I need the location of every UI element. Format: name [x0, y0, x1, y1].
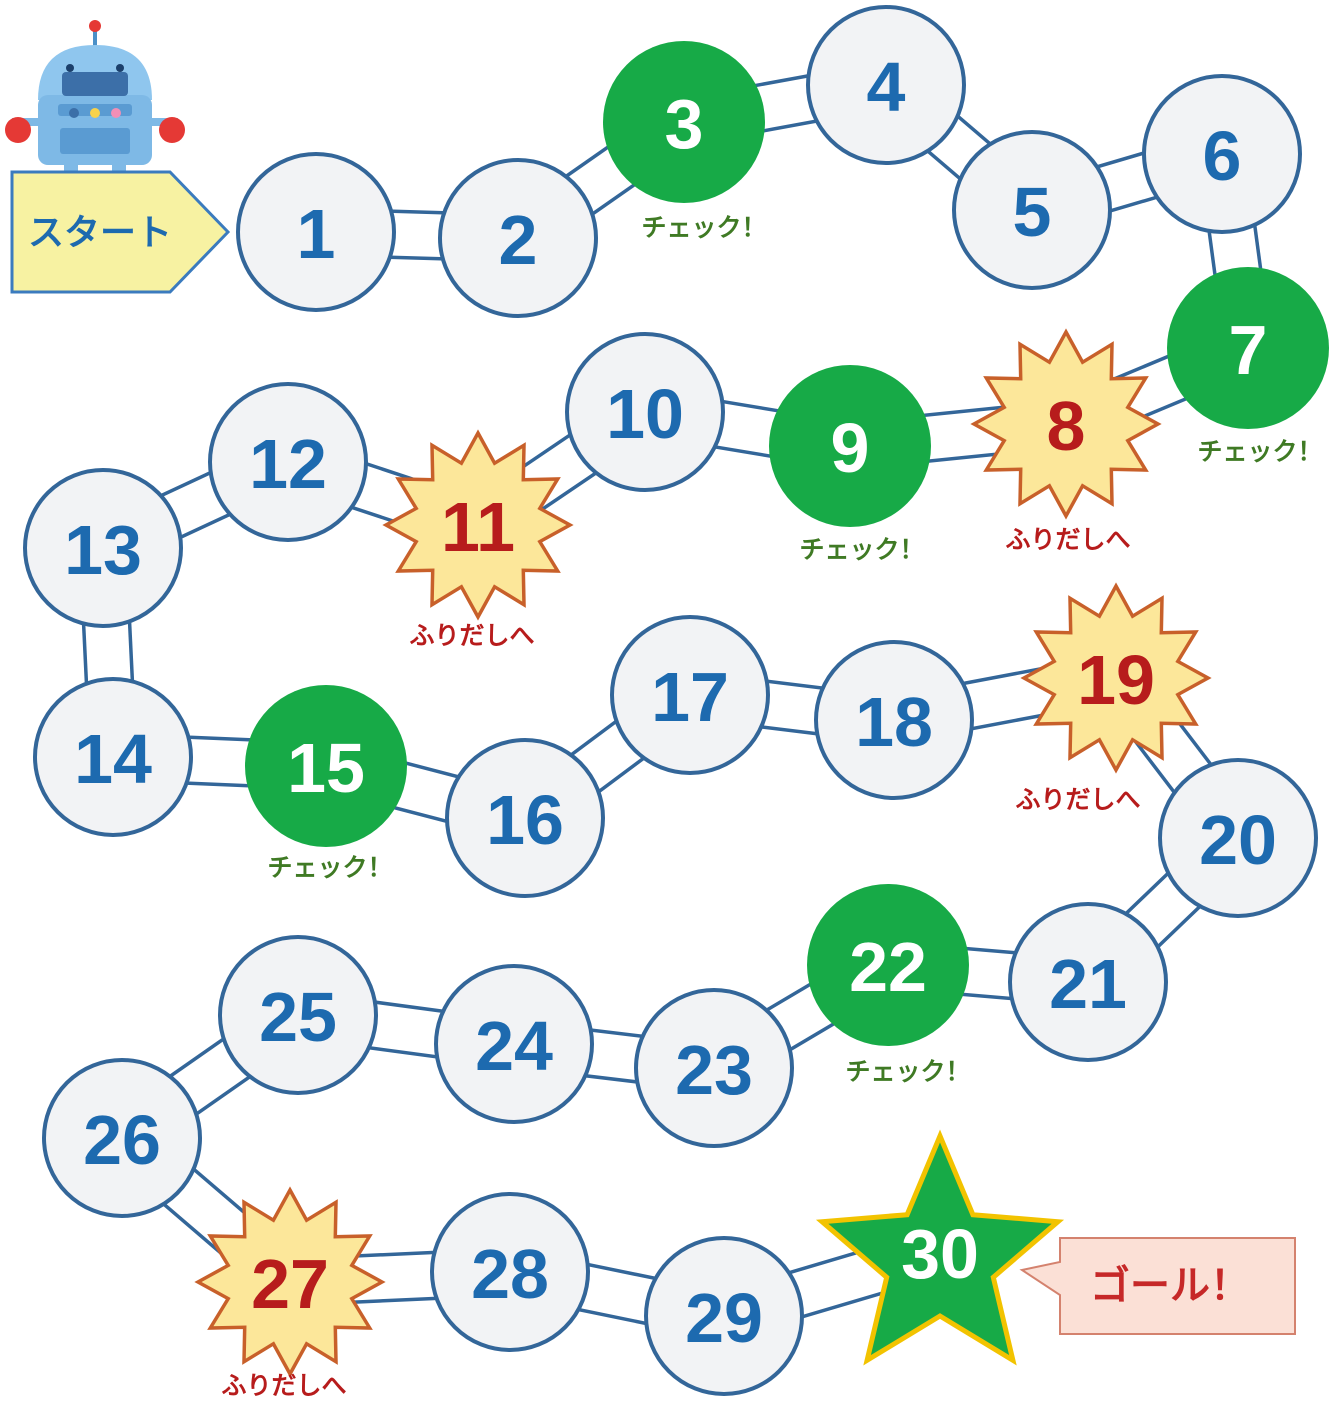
check-label: チェック！: [845, 1058, 970, 1086]
square-number: 4: [867, 48, 906, 126]
square-number: 11: [441, 488, 515, 566]
square-24: 24: [436, 966, 592, 1122]
square-number: 28: [471, 1235, 549, 1313]
square-number: 8: [1047, 387, 1086, 465]
square-number: 10: [606, 375, 684, 453]
check-label: チェック！: [1197, 438, 1322, 466]
square-number: 16: [486, 781, 564, 859]
square-29: 29: [646, 1238, 802, 1394]
square-number: 9: [831, 409, 870, 487]
square-number: 24: [475, 1007, 553, 1085]
square-9: 9: [769, 365, 931, 527]
square-number: 30: [901, 1215, 979, 1293]
goal-callout: ゴール！: [1022, 1238, 1295, 1334]
square-13: 13: [25, 470, 181, 626]
square-18: 18: [816, 642, 972, 798]
square-26: 26: [44, 1060, 200, 1216]
square-number: 5: [1013, 173, 1052, 251]
square-28: 28: [432, 1194, 588, 1350]
square-number: 6: [1203, 117, 1242, 195]
square-number: 15: [287, 729, 365, 807]
square-15: 15: [245, 685, 407, 847]
square-number: 14: [74, 720, 152, 798]
square-23: 23: [636, 990, 792, 1146]
square-number: 20: [1199, 801, 1277, 879]
square-8: 8: [974, 332, 1158, 516]
square-number: 17: [651, 658, 729, 736]
square-25: 25: [220, 937, 376, 1093]
square-number: 25: [259, 978, 337, 1056]
back-to-start-label: ふりだしへ: [1005, 526, 1130, 554]
square-number: 13: [64, 511, 142, 589]
square-number: 29: [685, 1279, 763, 1357]
back-to-start-label: ふりだしへ: [221, 1372, 346, 1400]
square-number: 26: [83, 1101, 161, 1179]
square-14: 14: [35, 679, 191, 835]
square-number: 27: [251, 1245, 329, 1323]
square-17: 17: [612, 617, 768, 773]
start-label: スタート: [28, 212, 172, 253]
square-2: 2: [440, 160, 596, 316]
check-label: チェック！: [799, 536, 924, 564]
square-4: 4: [808, 7, 964, 163]
square-number: 21: [1049, 945, 1127, 1023]
square-number: 1: [297, 195, 336, 273]
square-30: 30: [822, 1136, 1058, 1360]
square-21: 21: [1010, 904, 1166, 1060]
square-12: 12: [210, 384, 366, 540]
back-to-start-label: ふりだしへ: [409, 622, 534, 650]
square-number: 2: [499, 201, 538, 279]
back-to-start-label: ふりだしへ: [1015, 786, 1140, 814]
square-number: 22: [849, 928, 927, 1006]
square-6: 6: [1144, 76, 1300, 232]
square-5: 5: [954, 132, 1110, 288]
goal-label: ゴール！: [1090, 1263, 1250, 1308]
square-number: 19: [1077, 641, 1155, 719]
square-number: 18: [855, 683, 933, 761]
square-22: 22: [807, 884, 969, 1046]
square-10: 10: [567, 334, 723, 490]
square-number: 3: [665, 85, 704, 163]
square-16: 16: [447, 740, 603, 896]
start-sign: スタート: [12, 172, 228, 292]
square-7: 7: [1167, 267, 1329, 429]
square-number: 23: [675, 1031, 753, 1109]
square-3: 3: [603, 41, 765, 203]
square-1: 1: [238, 154, 394, 310]
square-number: 7: [1229, 311, 1268, 389]
square-number: 12: [249, 425, 327, 503]
check-label: チェック！: [641, 214, 766, 242]
check-label: チェック！: [267, 854, 392, 882]
square-20: 20: [1160, 760, 1316, 916]
